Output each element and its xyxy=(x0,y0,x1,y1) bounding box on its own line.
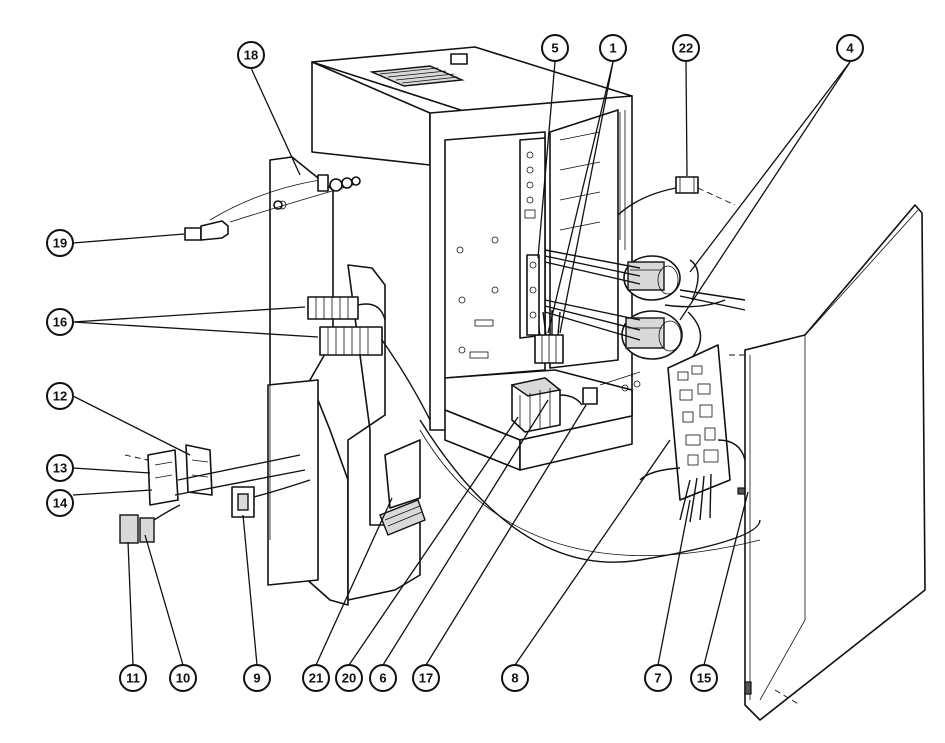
wire-connectors xyxy=(307,296,431,421)
callout-10-label: 10 xyxy=(176,671,190,686)
callout-6-label: 6 xyxy=(379,671,386,686)
door-lock xyxy=(184,174,361,241)
callout-8-label: 8 xyxy=(511,671,518,686)
callout-5-label: 5 xyxy=(551,41,558,56)
callout-18-label: 18 xyxy=(244,48,258,63)
callout-15-label: 15 xyxy=(697,671,711,686)
callout-20-label: 20 xyxy=(342,671,356,686)
callout-16: 16 xyxy=(46,308,74,336)
callout-19: 19 xyxy=(46,229,74,257)
callout-12: 12 xyxy=(46,382,74,410)
callout-18: 18 xyxy=(237,41,265,69)
callout-9: 9 xyxy=(243,664,271,692)
callout-15: 15 xyxy=(690,664,718,692)
callout-7-label: 7 xyxy=(654,671,661,686)
callout-20: 20 xyxy=(335,664,363,692)
callout-17-label: 17 xyxy=(419,671,433,686)
fuse-clip xyxy=(617,176,736,216)
mounting-bracket xyxy=(526,254,540,336)
callout-11-label: 11 xyxy=(126,671,140,686)
callout-4-label: 4 xyxy=(846,41,854,56)
callout-1-label: 1 xyxy=(609,41,616,56)
circuit-board xyxy=(639,344,746,523)
callout-5: 5 xyxy=(541,34,569,62)
callout-22: 22 xyxy=(672,34,700,62)
callout-17: 17 xyxy=(412,664,440,692)
rocker-switch xyxy=(231,479,311,518)
callout-22-label: 22 xyxy=(679,41,693,56)
callout-6: 6 xyxy=(369,664,397,692)
callout-9-label: 9 xyxy=(253,671,260,686)
callout-19-label: 19 xyxy=(53,236,67,251)
transformer xyxy=(510,377,583,433)
callout-14-label: 14 xyxy=(53,496,68,511)
callout-21-label: 21 xyxy=(309,671,323,686)
inner-door-vent xyxy=(379,499,426,536)
switch-bracket-assembly xyxy=(124,444,306,506)
relay-wiring xyxy=(544,249,746,341)
terminal-block xyxy=(534,310,564,364)
callout-4: 4 xyxy=(836,34,864,62)
callout-8: 8 xyxy=(501,664,529,692)
callout-13-label: 13 xyxy=(53,461,67,476)
relay-lower xyxy=(621,310,702,361)
relay-upper xyxy=(623,255,699,301)
leader-lines xyxy=(72,61,851,666)
callout-16-label: 16 xyxy=(53,315,67,330)
callout-14: 14 xyxy=(46,489,74,517)
callout-21: 21 xyxy=(302,664,330,692)
side-cover-panel xyxy=(725,204,926,721)
front-door-panel xyxy=(267,156,349,606)
callout-11: 11 xyxy=(119,664,147,692)
harness-cable xyxy=(419,419,761,563)
top-vent-grille xyxy=(369,65,465,87)
small-fuse-holder xyxy=(582,371,641,405)
callout-7: 7 xyxy=(644,664,672,692)
switch-caps xyxy=(119,504,181,544)
cabinet-housing xyxy=(311,46,633,471)
callout-1: 1 xyxy=(599,34,627,62)
callout-10: 10 xyxy=(169,664,197,692)
callout-13: 13 xyxy=(46,454,74,482)
callout-12-label: 12 xyxy=(53,389,67,404)
